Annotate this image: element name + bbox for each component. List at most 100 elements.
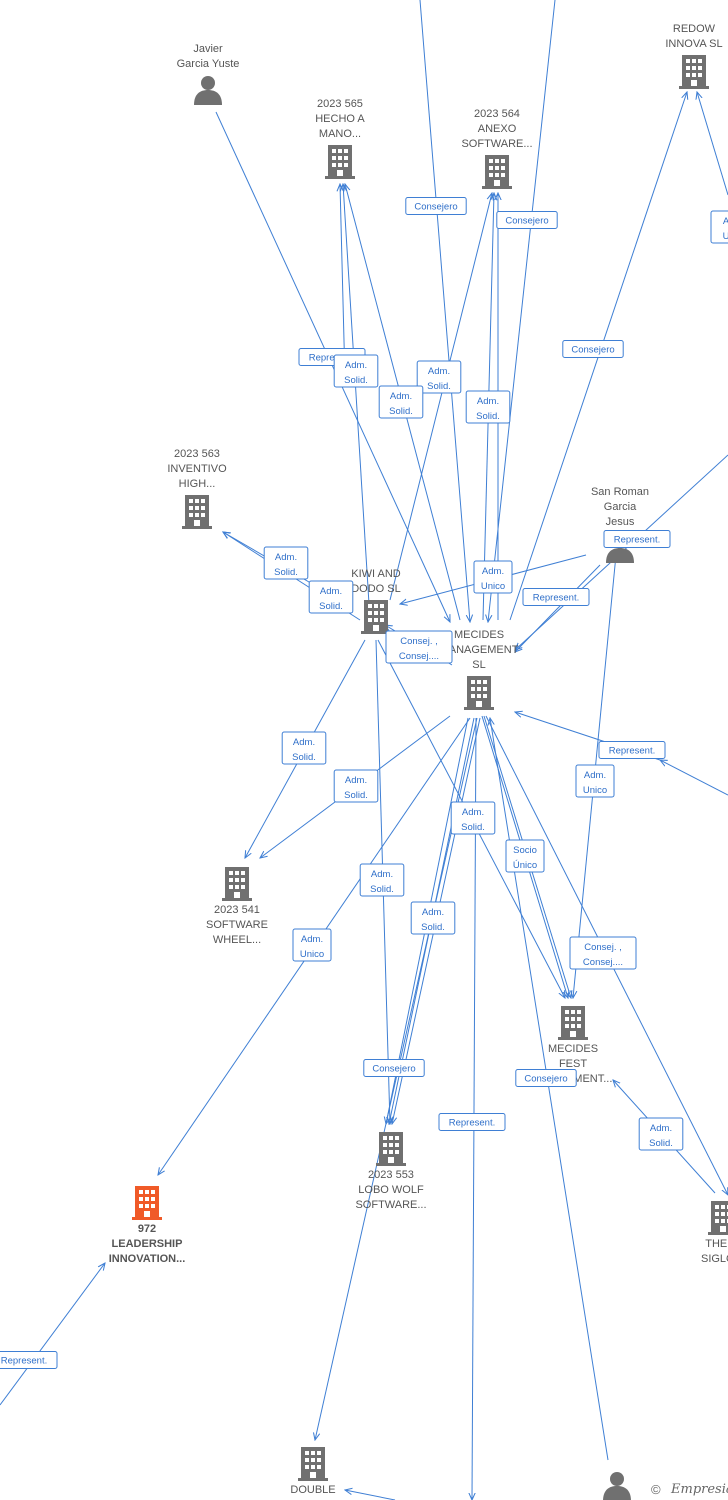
relation-box [378, 385, 424, 419]
node-label: SIGLO X [701, 1253, 728, 1265]
node-label: MECIDES [454, 629, 504, 641]
relation-box [363, 1059, 425, 1077]
relation-text: Solid. [476, 411, 500, 422]
relation-box [263, 546, 309, 580]
person-icon [603, 1472, 631, 1500]
relation-label[interactable]: Adm.Unico [575, 764, 615, 798]
relation-text: Unico [583, 785, 607, 796]
relation-text: Solid. [427, 381, 451, 392]
relation-label[interactable]: AU [710, 210, 728, 244]
node-label: MANAGEMENT [440, 644, 519, 656]
relation-label[interactable]: Consej. ,Consej.... [385, 630, 453, 664]
relation-text: Adm. [371, 869, 393, 880]
node-label: LEADERSHIP [112, 1238, 183, 1250]
relation-edge [419, 0, 470, 622]
relation-label[interactable]: Represent. [0, 1351, 58, 1369]
relation-text: Solid. [370, 884, 394, 895]
relation-text: Solid. [389, 406, 413, 417]
relation-text: Represent. [1, 1356, 47, 1367]
relation-label[interactable]: Adm.Solid. [281, 731, 327, 765]
node-label: MANO... [319, 128, 361, 140]
relation-label[interactable]: Adm.Solid. [465, 390, 511, 424]
relation-label[interactable]: Adm. Solid. [333, 769, 379, 803]
relation-label[interactable]: Consejero [496, 211, 558, 229]
relation-box [575, 764, 615, 798]
relation-label[interactable]: Adm.Solid. [263, 546, 309, 580]
relation-label[interactable]: Consejero [405, 197, 467, 215]
building-icon [679, 55, 709, 89]
relation-label[interactable]: Represent. [438, 1113, 506, 1131]
building-icon [132, 1186, 162, 1220]
relation-label[interactable]: Adm.Solid. [308, 580, 354, 614]
relation-text: Adm. [275, 552, 297, 563]
relation-edge [488, 0, 556, 622]
relation-label[interactable]: Adm.Solid. [333, 354, 379, 388]
relation-text: Solid. [292, 752, 316, 763]
node-c564[interactable]: 2023 564ANEXOSOFTWARE... [461, 108, 533, 189]
relation-label[interactable]: Adm.Solid. [410, 901, 456, 935]
relation-text: Solid. [649, 1138, 673, 1149]
relation-label[interactable]: Adm. Solid. [378, 385, 424, 419]
relation-label[interactable]: Adm.Unico [473, 560, 513, 594]
relation-box [410, 901, 456, 935]
node-label: HIGH... [179, 478, 216, 490]
relation-text: Solid. [344, 790, 368, 801]
relation-text: Adm. [390, 391, 412, 402]
relation-text: Consej. , [400, 636, 438, 647]
node-c563[interactable]: 2023 563INVENTIVOHIGH... [167, 448, 227, 529]
node-label: SOFTWARE... [355, 1199, 426, 1211]
relation-edge [472, 717, 477, 1500]
relation-label[interactable]: Represent. [598, 741, 666, 759]
relation-label[interactable]: Consej. ,Consej.... [569, 936, 637, 970]
building-icon [708, 1201, 728, 1235]
relation-edge [215, 111, 450, 622]
node-double[interactable]: DOUBLE [290, 1447, 336, 1496]
node-label: Javier [193, 43, 223, 55]
relation-label[interactable]: Consejero [562, 340, 624, 358]
relation-label[interactable]: Adm.Solid. [450, 801, 496, 835]
relation-label[interactable]: Represent. [603, 530, 671, 548]
node-label: THE W [705, 1238, 728, 1250]
relation-edge [343, 184, 371, 621]
node-label: MECIDES [548, 1043, 598, 1055]
relation-label[interactable]: Adm.Unico [292, 928, 332, 962]
relation-text: Consejero [372, 1064, 415, 1075]
relation-label[interactable]: Adm.Solid. [416, 360, 462, 394]
relation-box [405, 197, 467, 215]
relation-label[interactable]: Adm. Solid. [359, 863, 405, 897]
relation-label[interactable]: Consejero [363, 1059, 425, 1077]
relation-label[interactable]: Adm.Solid. [638, 1117, 684, 1151]
relation-edge [515, 564, 601, 652]
node-label: Garcia [604, 501, 637, 513]
relation-box [292, 928, 332, 962]
node-label: INNOVATION... [109, 1253, 186, 1265]
building-icon [361, 600, 391, 634]
relation-box [438, 1113, 506, 1131]
relation-text: Represent. [449, 1118, 495, 1129]
relation-label[interactable]: Consejero [515, 1069, 577, 1087]
node-label: SOFTWARE [206, 919, 268, 931]
node-label: REDOW [673, 23, 716, 35]
node-label: 2023 565 [317, 98, 363, 110]
building-icon [222, 867, 252, 901]
relation-text: Adm. [422, 907, 444, 918]
relation-text: Adm. [345, 775, 367, 786]
node-label: SOFTWARE... [461, 138, 532, 150]
relation-label[interactable]: Represent. [522, 588, 590, 606]
node-thew[interactable]: THE W SIGLO X [701, 1201, 728, 1265]
building-icon [558, 1006, 588, 1040]
node-c541[interactable]: 2023 541SOFTWAREWHEEL... [206, 867, 268, 946]
relation-box [385, 630, 453, 664]
node-person_bottom[interactable] [603, 1472, 631, 1500]
node-c972[interactable]: 972LEADERSHIPINNOVATION... [109, 1186, 186, 1265]
relation-box [416, 360, 462, 394]
